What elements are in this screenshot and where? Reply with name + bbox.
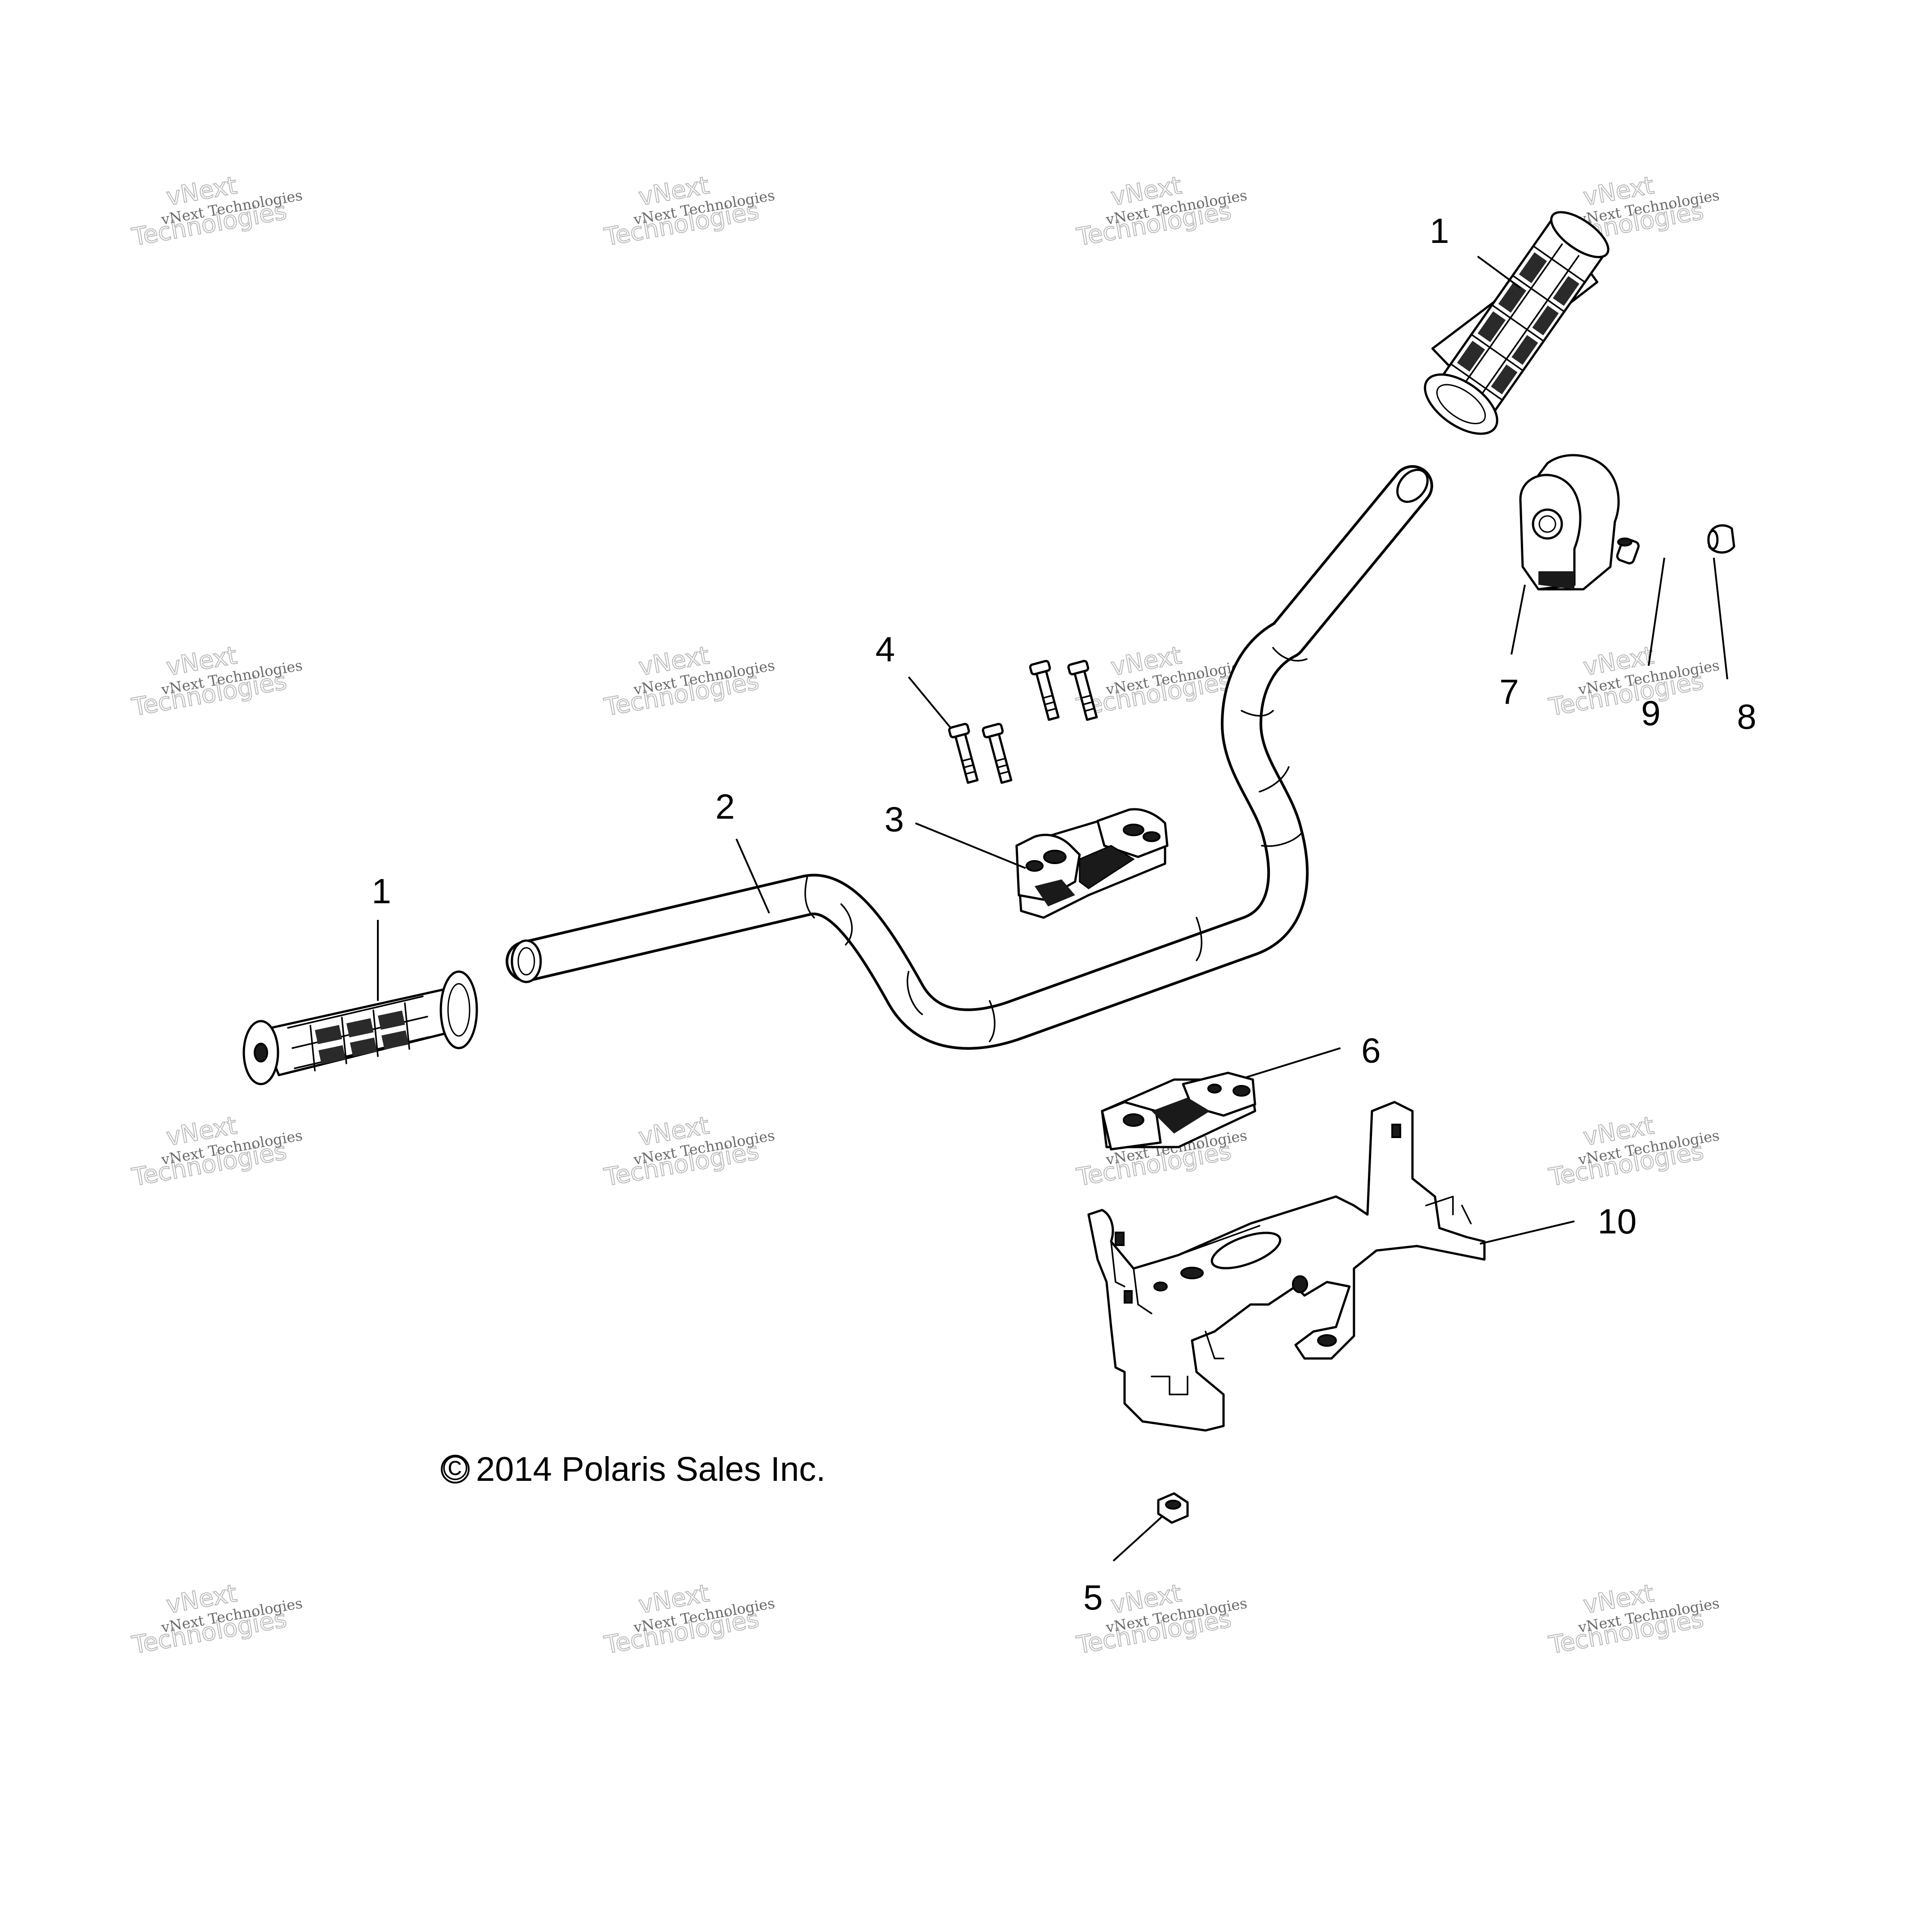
callout-grip-left: 1: [372, 871, 391, 911]
callout-bracket: 10: [1598, 1201, 1637, 1241]
plug-small[interactable]: [1616, 538, 1640, 565]
copyright-symbol: ©: [443, 1449, 468, 1488]
watermark: vNext Technologies vNext Technologies: [601, 1111, 776, 1192]
callout-plug: 8: [1737, 697, 1756, 736]
bracket[interactable]: [1087, 1101, 1486, 1432]
watermark: vNext Technologies vNext Technologies: [1546, 1578, 1721, 1660]
callout-throttle-block: 7: [1499, 672, 1519, 712]
bolt[interactable]: [948, 722, 982, 784]
watermark: vNext Technologies vNext Technologies: [129, 1111, 304, 1192]
callout-nut: 5: [1083, 1578, 1103, 1617]
callout-plug-small: 9: [1641, 693, 1660, 733]
bolts[interactable]: [948, 659, 1101, 784]
watermark: vNext Technologies vNext Technologies: [1546, 641, 1721, 722]
lower-clamp[interactable]: [1101, 1071, 1256, 1151]
watermark: vNext Technologies vNext Technologies: [601, 1578, 776, 1660]
plug[interactable]: [1707, 524, 1735, 554]
copyright: © 2014 Polaris Sales Inc.: [441, 1449, 825, 1488]
leader-lines: [377, 256, 1728, 1562]
callout-grip-right: 1: [1430, 211, 1449, 251]
callouts: 1 1 2 3 4 5 6 7 8 9 10: [372, 211, 1756, 1617]
watermark: vNext Technologies vNext Technologies: [1546, 1111, 1721, 1192]
grip-right[interactable]: [1415, 199, 1622, 446]
watermark: vNext Technologies vNext Technologies: [601, 170, 776, 252]
callout-bolts: 4: [875, 629, 895, 669]
grip-left[interactable]: [242, 970, 478, 1085]
watermark: vNext Technologies vNext Technologies: [1074, 170, 1248, 252]
bolt[interactable]: [982, 722, 1016, 784]
bolt[interactable]: [1067, 659, 1101, 721]
callout-lower-clamp: 6: [1361, 1031, 1381, 1070]
callout-upper-clamp: 3: [884, 799, 904, 839]
watermark: vNext Technologies vNext Technologies: [129, 641, 304, 722]
watermark: vNext Technologies vNext Technologies: [129, 1578, 304, 1660]
watermark: vNext Technologies vNext Technologies: [129, 170, 304, 252]
throttle-block[interactable]: [1519, 454, 1620, 591]
copyright-text: 2014 Polaris Sales Inc.: [476, 1450, 825, 1488]
upper-clamp[interactable]: [1015, 808, 1169, 919]
watermark: vNext Technologies vNext Technologies: [601, 641, 776, 722]
nut[interactable]: [1157, 1492, 1189, 1524]
handlebar[interactable]: [506, 464, 1434, 1050]
callout-handlebar: 2: [715, 787, 735, 826]
bolt[interactable]: [1029, 659, 1063, 721]
